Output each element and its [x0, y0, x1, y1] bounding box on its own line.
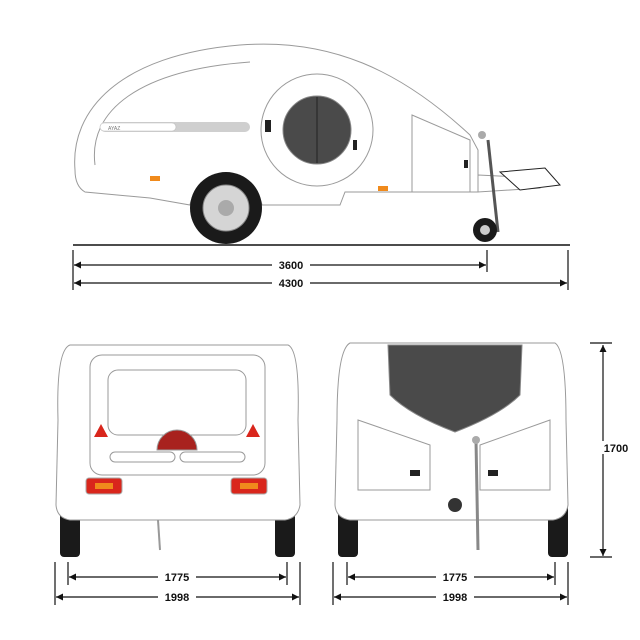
side-marker-lamp	[150, 176, 160, 181]
length-dimension: 4300	[279, 278, 303, 290]
front-dimensions: 1775 1998	[332, 562, 569, 605]
height-dimension: 1700	[604, 443, 628, 455]
side-marker-lamp	[378, 186, 388, 191]
wheelbase-dimension: 3600	[279, 260, 303, 272]
rear-view	[55, 344, 301, 557]
front-view: 1700	[334, 342, 634, 558]
rear-width-dimension: 1998	[165, 592, 189, 604]
side-dimensions: 3600 4300	[72, 250, 569, 290]
front-jockey-post	[474, 439, 480, 551]
door-handle	[265, 120, 271, 132]
rear-reflector-left	[94, 424, 108, 437]
front-width-dimension: 1998	[443, 592, 467, 604]
front-coupling	[448, 498, 462, 512]
brand-label: AYAZ	[108, 126, 120, 132]
front-track-dimension: 1775	[443, 572, 467, 584]
jockey-post	[486, 139, 500, 233]
side-hatch	[411, 114, 471, 193]
rear-track-dimension: 1775	[165, 572, 189, 584]
coupling	[498, 167, 562, 191]
front-window	[387, 344, 523, 433]
rear-dimensions: 1775 1998	[54, 562, 301, 605]
rear-badge	[156, 429, 198, 451]
rear-hatch-window	[107, 369, 247, 436]
rear-reflector-right	[246, 424, 260, 437]
side-view: AYAZ	[73, 43, 570, 246]
